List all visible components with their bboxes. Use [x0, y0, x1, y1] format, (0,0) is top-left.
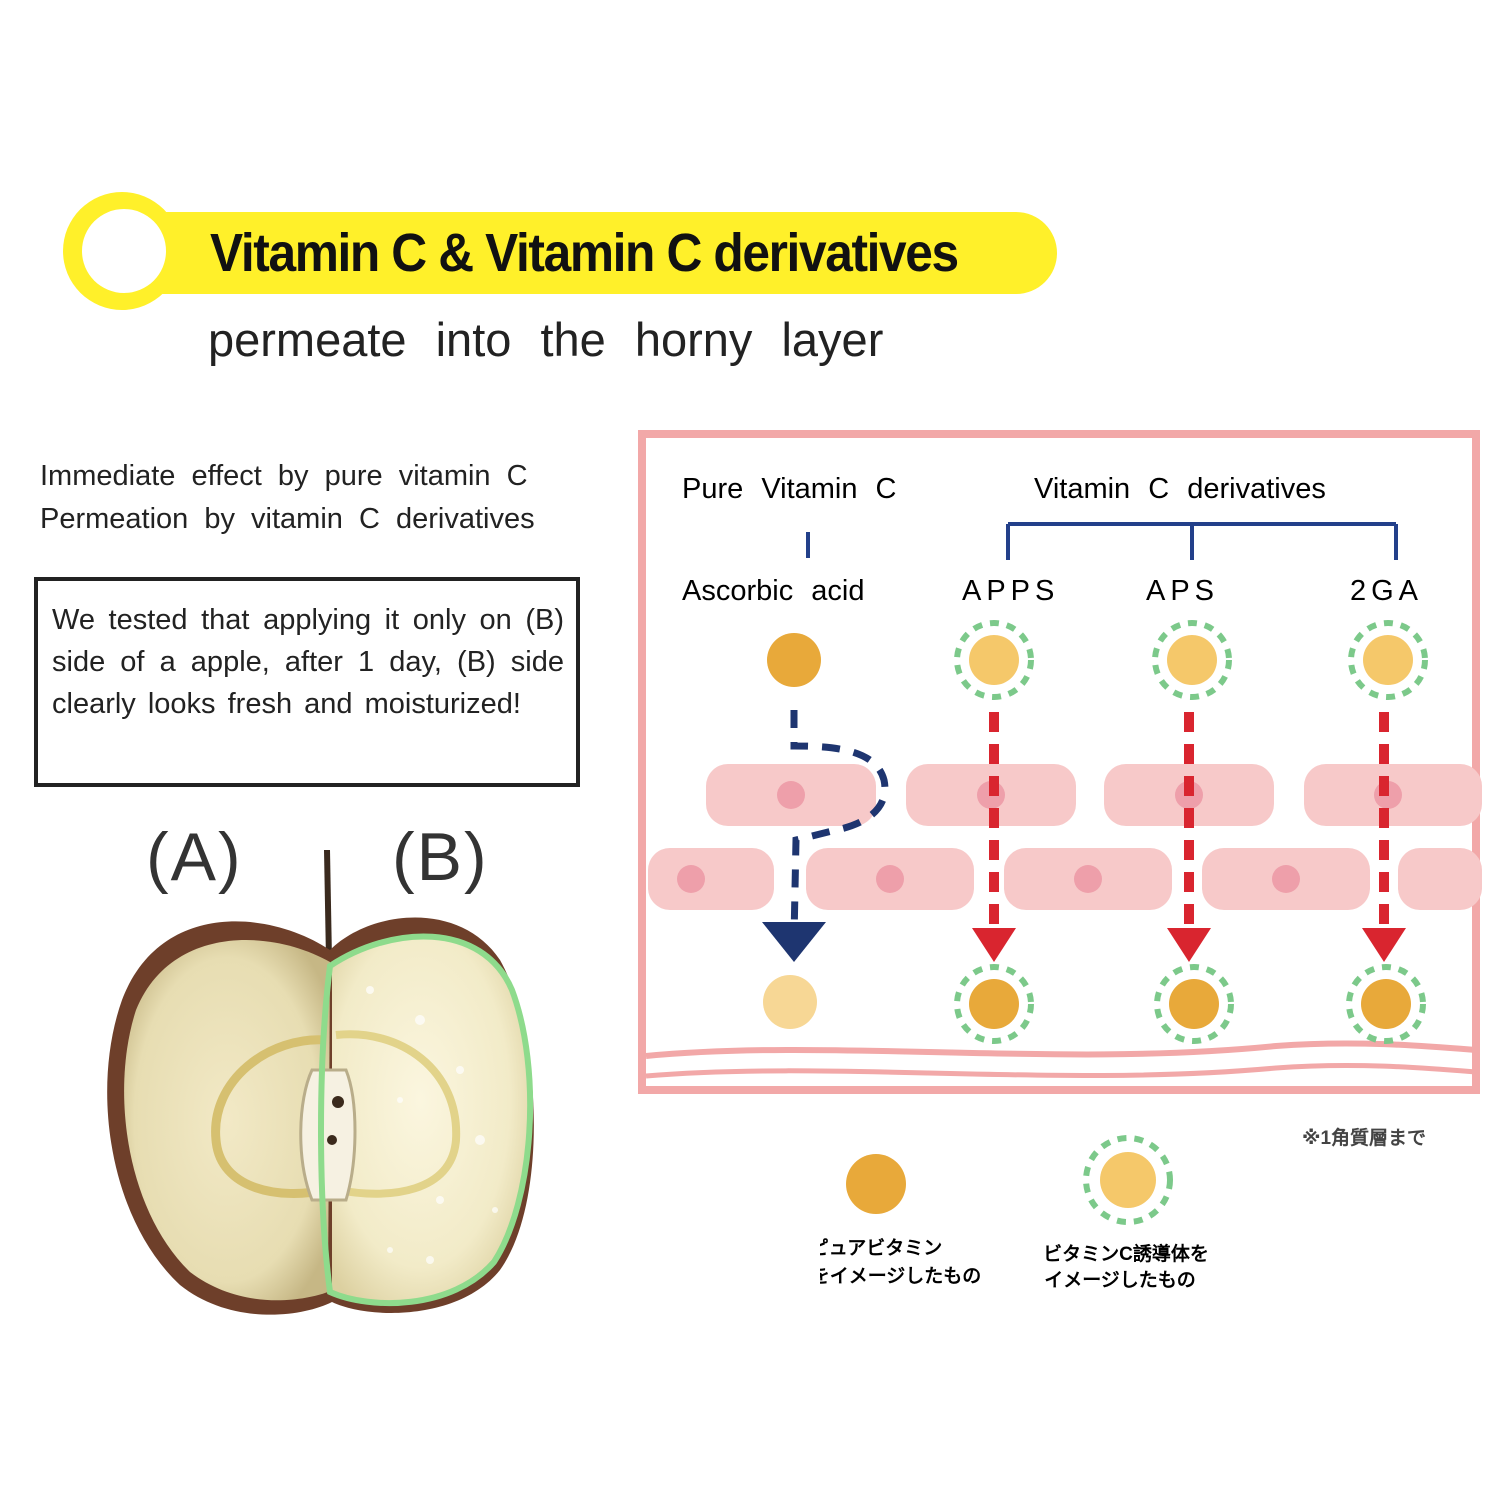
- legend-pure-line-2: をイメージしたもの: [820, 1265, 981, 1287]
- test-note-box: We tested that applying it only on (B) s…: [34, 577, 580, 787]
- pure-path: [790, 710, 889, 939]
- page-title: Vitamin C & Vitamin C derivatives: [210, 223, 959, 283]
- legend-derivative-line-1: ビタミンC誘導体を: [1043, 1242, 1209, 1265]
- legend-derivative-swatch: [1100, 1152, 1156, 1208]
- derivatives-bracket: [806, 522, 1398, 560]
- column-label-apps: APPS: [962, 575, 1059, 607]
- derivative-arrowheads: [972, 928, 1406, 962]
- page-subtitle: permeate into the horny layer: [208, 313, 884, 366]
- apple-half-a: [124, 940, 330, 1301]
- legend-pure-swatch: [846, 1154, 906, 1214]
- title-banner: [63, 192, 1057, 310]
- apple-stem: [324, 850, 332, 960]
- apple-half-b: [332, 934, 529, 1303]
- pure-vitamin-c-heading: Pure Vitamin C: [682, 473, 897, 505]
- derivative-molecules-top: [954, 620, 1428, 700]
- column-label-2ga: 2GA: [1350, 575, 1423, 607]
- intro-line-1: Immediate effect by pure vitamin C: [40, 460, 528, 492]
- legend-pure-line-1: ピュアビタミン: [820, 1237, 942, 1259]
- apple-core: [299, 1068, 357, 1202]
- legend-derivative-line-2: イメージしたもの: [1044, 1269, 1196, 1291]
- pure-arrowhead: [762, 922, 826, 962]
- intro-line-2: Permeation by vitamin C derivatives: [40, 503, 535, 535]
- permeation-diagram: Pure Vitamin C Vitamin C derivatives Asc…: [638, 430, 1482, 1094]
- footnote: ※1角質層まで: [1302, 1128, 1427, 1149]
- pure-molecule-bottom: [763, 975, 817, 1029]
- derivative-paths: [989, 712, 1389, 928]
- apple-label-b: (B): [392, 819, 489, 895]
- lower-cell-row: [648, 848, 1482, 910]
- legend: ピュアビタミン をイメージしたもの ビタミンC誘導体を イメージしたもの: [820, 1135, 1209, 1291]
- apple-b-highlight: [318, 933, 534, 1307]
- test-note-text: We tested that applying it only on (B) s…: [52, 604, 564, 720]
- pure-molecule-top: [767, 633, 821, 687]
- upper-cell-row: [706, 764, 1482, 826]
- derivatives-heading: Vitamin C derivatives: [1034, 473, 1326, 505]
- column-label-aps: APS: [1146, 575, 1219, 607]
- apple-label-a: (A): [146, 819, 243, 895]
- column-label-ascorbic-acid: Ascorbic acid: [682, 575, 864, 607]
- derivative-molecules-bottom: [954, 964, 1426, 1044]
- apple-illustration: [107, 850, 534, 1315]
